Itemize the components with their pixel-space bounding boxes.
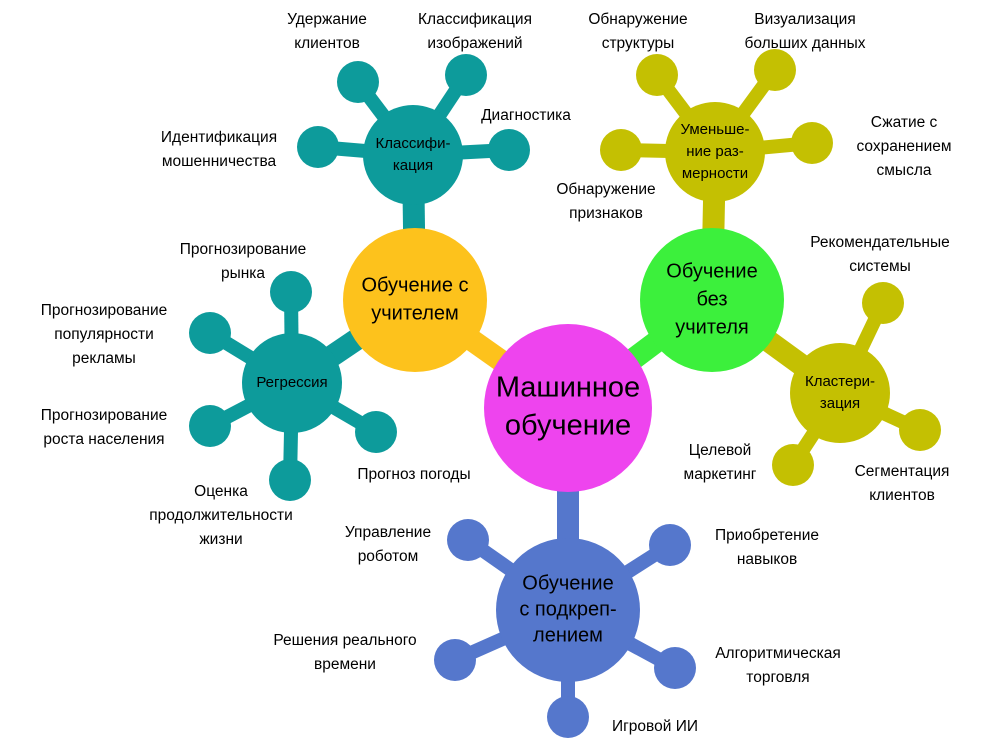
classification-leaf-label: изображений	[427, 35, 522, 52]
regression-leaf-label: роста населения	[43, 431, 164, 448]
clustering-leaf-label: маркетинг	[684, 466, 757, 483]
regression-label: Регрессия	[256, 374, 327, 391]
classification-leaf-label: Диагностика	[481, 107, 571, 124]
reinforcement-leaf-label: роботом	[358, 548, 419, 565]
regression-leaf-label: рынка	[221, 265, 265, 282]
classification-leaf-label: Удержание	[287, 11, 367, 28]
center-label: Машинное	[496, 372, 640, 404]
classification-label: кация	[393, 157, 433, 174]
classification-leaf-node	[337, 61, 379, 103]
clustering-leaf-node	[772, 444, 814, 486]
dimensionality-leaf-node	[791, 122, 833, 164]
classification-node	[363, 105, 463, 205]
regression-leaf-label: продолжительности	[149, 507, 293, 524]
dimensionality-leaf-label: Обнаружение	[556, 181, 655, 198]
classification-leaf-label: Классификация	[418, 11, 532, 28]
reinforcement-leaf-node	[649, 524, 691, 566]
reinforcement-node	[496, 538, 640, 682]
dimensionality-leaf-label: Визуализация	[754, 11, 855, 28]
reinforcement-label: с подкреп-	[519, 598, 616, 620]
reinforcement-leaf-node	[434, 639, 476, 681]
classification-leaf-node	[297, 126, 339, 168]
supervised-label: Обучение с	[361, 274, 468, 296]
dimensionality-leaf-label: Сжатие с	[871, 114, 938, 131]
classification-label: Классифи-	[376, 135, 451, 152]
supervised-label: учителем	[371, 302, 459, 324]
clustering-leaf-label: клиентов	[869, 487, 935, 504]
dimensionality-label: ние раз-	[686, 143, 744, 160]
supervised-node	[343, 228, 487, 372]
reinforcement-leaf-node	[654, 647, 696, 689]
reinforcement-leaf-label: Алгоритмическая	[715, 645, 841, 662]
regression-leaf-label: Прогнозирование	[41, 407, 168, 424]
classification-leaf-label: мошенничества	[162, 153, 277, 170]
dimensionality-leaf-label: смысла	[877, 162, 932, 179]
reinforcement-leaf-label: навыков	[737, 551, 797, 568]
dimensionality-label: мерности	[682, 165, 748, 182]
unsupervised-label: без	[696, 288, 727, 310]
regression-leaf-label: рекламы	[72, 350, 136, 367]
dimensionality-leaf-node	[600, 129, 642, 171]
clustering-leaf-node	[862, 282, 904, 324]
regression-leaf-node	[189, 405, 231, 447]
reinforcement-leaf-label: Решения реального	[273, 632, 416, 649]
classification-leaf-label: клиентов	[294, 35, 360, 52]
reinforcement-label: Обучение	[522, 572, 613, 594]
regression-leaf-node	[270, 271, 312, 313]
regression-node	[242, 333, 342, 433]
reinforcement-leaf-label: Управление	[345, 524, 431, 541]
center-node	[484, 324, 652, 492]
regression-leaf-label: Оценка	[194, 483, 248, 500]
regression-leaf-label: Прогноз погоды	[357, 466, 470, 483]
regression-leaf-label: Прогнозирование	[180, 241, 307, 258]
dimensionality-leaf-label: сохранением	[856, 138, 951, 155]
dimensionality-leaf-label: структуры	[602, 35, 675, 52]
reinforcement-leaf-label: торговля	[746, 669, 809, 686]
unsupervised-label: учителя	[675, 316, 749, 338]
regression-leaf-label: популярности	[54, 326, 154, 343]
clustering-label: Кластери-	[805, 373, 875, 390]
regression-leaf-node	[189, 312, 231, 354]
dimensionality-leaf-label: больших данных	[744, 35, 865, 52]
dimensionality-node	[665, 102, 765, 202]
dimensionality-label: Уменьше-	[681, 121, 750, 138]
regression-leaf-label: Прогнозирование	[41, 302, 168, 319]
clustering-label: зация	[820, 395, 860, 412]
clustering-node	[790, 343, 890, 443]
reinforcement-leaf-node	[547, 696, 589, 738]
clustering-leaf-node	[899, 409, 941, 451]
regression-leaf-label: жизни	[199, 531, 242, 548]
reinforcement-leaf-label: времени	[314, 656, 376, 673]
clustering-leaf-label: Рекомендательные	[810, 234, 950, 251]
classification-leaf-node	[488, 129, 530, 171]
dimensionality-leaf-label: признаков	[569, 205, 643, 222]
unsupervised-label: Обучение	[666, 260, 757, 282]
clustering-leaf-label: Целевой	[689, 442, 752, 459]
reinforcement-leaf-label: Приобретение	[715, 527, 819, 544]
clustering-leaf-label: системы	[849, 258, 911, 275]
dimensionality-leaf-node	[754, 49, 796, 91]
center-label: обучение	[505, 410, 631, 442]
classification-leaf-node	[445, 54, 487, 96]
dimensionality-leaf-label: Обнаружение	[588, 11, 687, 28]
clustering-leaf-label: Сегментация	[855, 463, 950, 480]
reinforcement-leaf-node	[447, 519, 489, 561]
reinforcement-leaf-label: Игровой ИИ	[612, 718, 698, 735]
unsupervised-node	[640, 228, 784, 372]
dimensionality-leaf-node	[636, 54, 678, 96]
regression-leaf-node	[269, 459, 311, 501]
reinforcement-label: лением	[533, 624, 603, 646]
regression-leaf-node	[355, 411, 397, 453]
classification-leaf-label: Идентификация	[161, 129, 277, 146]
